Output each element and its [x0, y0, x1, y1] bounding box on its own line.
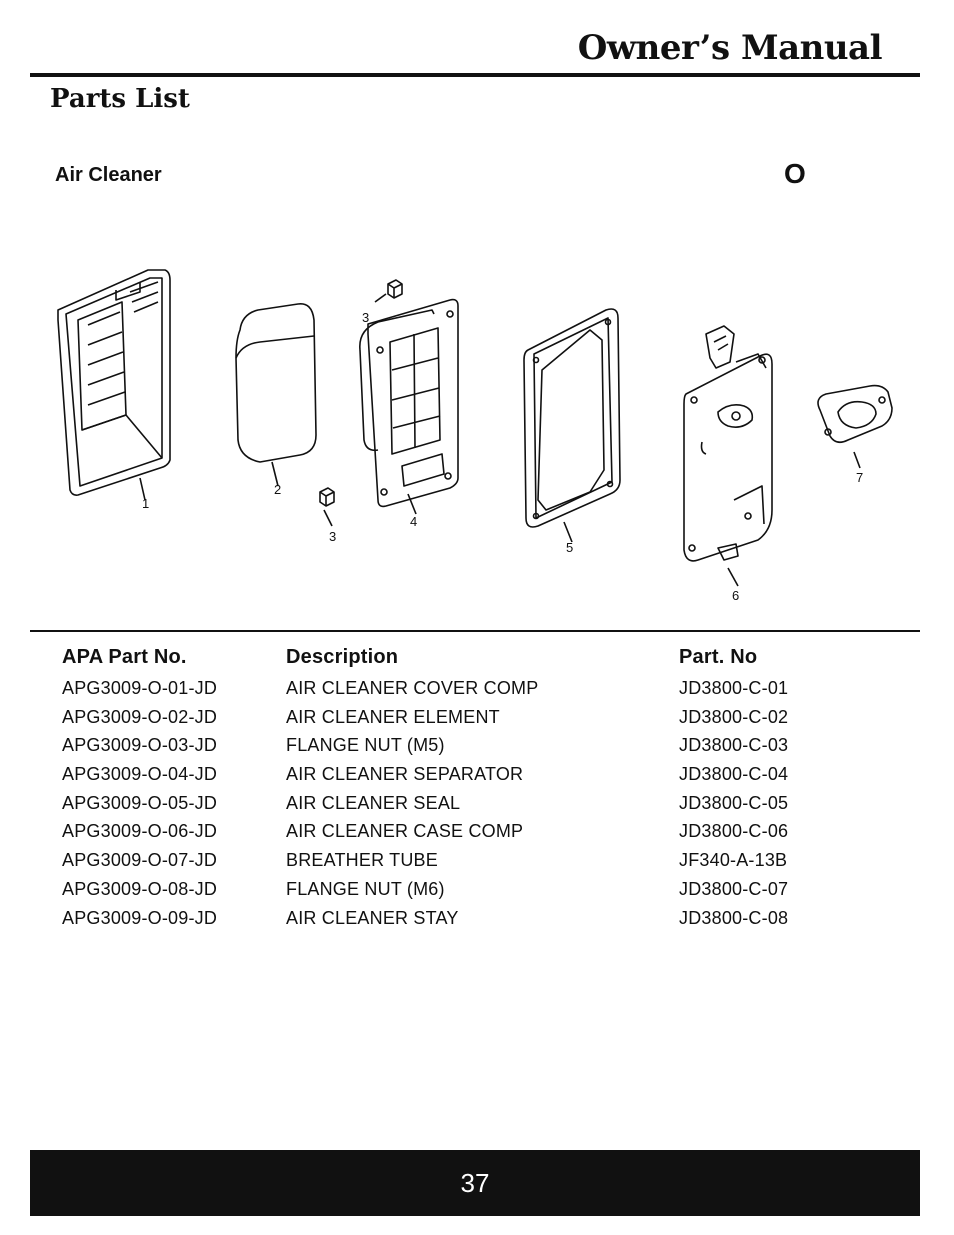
description-cell: AIR CLEANER ELEMENT — [286, 706, 500, 727]
header-part-no: Part. No — [679, 646, 758, 668]
part-no-cell: JD3800-C-02 — [679, 706, 789, 727]
description-cell: AIR CLEANER SEAL — [286, 792, 461, 813]
table-rule — [30, 630, 920, 632]
header-description: Description — [286, 646, 399, 668]
table-row: APG3009-O-09-JD AIR CLEANER STAY JD3800-… — [62, 908, 882, 937]
callout-5: 5 — [566, 540, 573, 555]
description-cell: AIR CLEANER STAY — [286, 907, 459, 928]
part-no-cell: JD3800-C-08 — [679, 907, 789, 928]
section-code: O — [784, 158, 806, 189]
table-row: APG3009-O-01-JD AIR CLEANER COVER COMP J… — [62, 678, 882, 707]
callout-3-bottom: 3 — [329, 529, 336, 544]
description-cell: AIR CLEANER SEPARATOR — [286, 764, 524, 785]
apa-part-cell: APG3009-O-05-JD — [62, 792, 218, 813]
table-row: APG3009-O-08-JD FLANGE NUT (M6) JD3800-C… — [62, 879, 882, 908]
table-row: APG3009-O-02-JD AIR CLEANER ELEMENT JD38… — [62, 707, 882, 736]
part-no-cell: JD3800-C-07 — [679, 878, 789, 899]
apa-part-cell: APG3009-O-08-JD — [62, 878, 218, 899]
part-7-gasket-drawing — [817, 384, 893, 469]
footer-bar: 37 — [30, 1150, 920, 1216]
apa-part-cell: APG3009-O-03-JD — [62, 735, 218, 756]
part-3-nut-drawings — [319, 279, 403, 527]
table-row: APG3009-O-04-JD AIR CLEANER SEPARATOR JD… — [62, 764, 882, 793]
part-6-case-drawing — [683, 325, 773, 587]
part-no-cell: JD3800-C-01 — [679, 678, 789, 698]
part-no-cell: JD3800-C-03 — [679, 735, 789, 756]
part-no-cell: JD3800-C-06 — [679, 821, 789, 842]
table-row: APG3009-O-07-JD BREATHER TUBE JF340-A-13… — [62, 850, 882, 879]
part-1-cover-drawing — [57, 269, 171, 501]
part-2-element-drawing — [235, 303, 317, 487]
table-row: APG3009-O-06-JD AIR CLEANER CASE COMP JD… — [62, 821, 882, 850]
part-no-cell: JD3800-C-04 — [679, 764, 789, 785]
apa-part-cell: APG3009-O-01-JD — [62, 678, 218, 698]
apa-part-cell: APG3009-O-06-JD — [62, 821, 218, 842]
page-number: 37 — [460, 1168, 490, 1198]
description-cell: FLANGE NUT (M6) — [286, 878, 445, 899]
parts-exploded-diagram: 1 2 3 3 4 5 6 7 — [57, 269, 893, 603]
table-header-row: APA Part No. Description Part. No — [62, 646, 882, 678]
apa-part-cell: APG3009-O-09-JD — [62, 907, 218, 928]
part-4-separator-drawing — [359, 298, 459, 515]
callout-6: 6 — [732, 588, 739, 603]
part-no-cell: JD3800-C-05 — [679, 792, 789, 813]
callout-4: 4 — [410, 514, 417, 529]
subsection-title: Air Cleaner — [55, 164, 162, 186]
header-apa-part-no: APA Part No. — [62, 646, 187, 668]
description-cell: BREATHER TUBE — [286, 850, 438, 871]
manual-title: Owner’s Manual — [577, 28, 883, 68]
header-rule — [30, 73, 920, 77]
description-cell: FLANGE NUT (M5) — [286, 735, 445, 756]
part-no-cell: JF340-A-13B — [679, 850, 788, 871]
section-title: Parts List — [50, 84, 190, 114]
table-row: APG3009-O-05-JD AIR CLEANER SEAL JD3800-… — [62, 793, 882, 822]
apa-part-cell: APG3009-O-04-JD — [62, 764, 218, 785]
apa-part-cell: APG3009-O-02-JD — [62, 706, 218, 727]
callout-3-top: 3 — [362, 310, 369, 325]
description-cell: AIR CLEANER COVER COMP — [286, 678, 539, 698]
callout-1: 1 — [142, 496, 149, 511]
description-cell: AIR CLEANER CASE COMP — [286, 821, 524, 842]
part-5-seal-drawing — [523, 308, 621, 543]
callout-7: 7 — [856, 470, 863, 485]
callout-2: 2 — [274, 482, 281, 497]
table-row: APG3009-O-03-JD FLANGE NUT (M5) JD3800-C… — [62, 735, 882, 764]
parts-table: APA Part No. Description Part. No APG300… — [62, 646, 882, 936]
apa-part-cell: APG3009-O-07-JD — [62, 850, 218, 871]
